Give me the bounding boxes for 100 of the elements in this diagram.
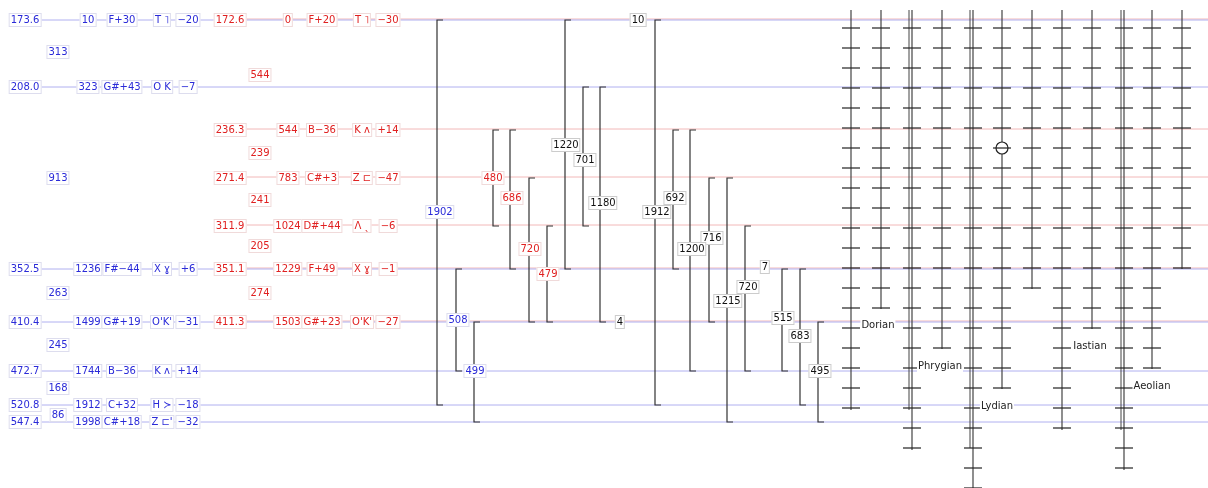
value-label: 683 <box>788 329 812 343</box>
value-label: F+49 <box>306 262 338 276</box>
value-label: −6 <box>378 219 398 233</box>
value-label: 1912 <box>73 398 103 412</box>
value-label: 1503 <box>273 315 303 329</box>
value-label: X ɣ <box>352 262 372 276</box>
value-label: F#−44 <box>102 262 142 276</box>
value-label: T ˥ <box>352 13 372 27</box>
value-label: 479 <box>536 267 560 281</box>
value-label: Z ⊏' <box>149 415 175 429</box>
value-label: G#+23 <box>301 315 343 329</box>
value-label: 172.6 <box>213 13 247 27</box>
value-label: −32 <box>175 415 201 429</box>
value-label: C#+18 <box>101 415 143 429</box>
mode-label: Dorian <box>860 319 896 331</box>
value-label: G#+19 <box>101 315 143 329</box>
value-label: 323 <box>76 80 100 94</box>
value-label: K ʌ <box>152 364 172 378</box>
value-label: B−36 <box>106 364 138 378</box>
value-label: −30 <box>375 13 401 27</box>
value-label: 236.3 <box>213 123 247 137</box>
value-label: 205 <box>248 239 272 253</box>
value-label: 241 <box>248 193 272 207</box>
mode-label: Aeolian <box>1132 380 1172 392</box>
value-label: 10 <box>629 13 647 27</box>
value-label: Λ ˎ <box>352 219 372 233</box>
value-label: 10 <box>79 13 97 27</box>
value-label: 208.0 <box>8 80 42 94</box>
value-label: 547.4 <box>8 415 42 429</box>
value-label: C+32 <box>105 398 139 412</box>
value-label: 351.1 <box>213 262 247 276</box>
value-label: 352.5 <box>8 262 42 276</box>
value-label: 1229 <box>273 262 303 276</box>
value-label: H ≻ <box>150 398 174 412</box>
value-label: 1180 <box>588 196 618 210</box>
value-label: 313 <box>46 45 70 59</box>
value-label: 1902 <box>425 205 455 219</box>
value-label: F+30 <box>106 13 138 27</box>
value-label: 411.3 <box>213 315 247 329</box>
value-label: 4 <box>614 315 626 329</box>
value-label: 520.8 <box>8 398 42 412</box>
value-label: K ʌ <box>352 123 372 137</box>
value-label: 1998 <box>73 415 103 429</box>
value-label: 720 <box>518 242 542 256</box>
value-label: 1912 <box>642 205 672 219</box>
value-label: −18 <box>175 398 201 412</box>
value-label: −31 <box>175 315 201 329</box>
value-label: 544 <box>276 123 300 137</box>
value-label: 480 <box>481 171 505 185</box>
mode-label: Phrygian <box>917 360 963 372</box>
value-label: 686 <box>500 191 524 205</box>
value-label: 1499 <box>73 315 103 329</box>
value-label: 274 <box>248 286 272 300</box>
value-label: −7 <box>178 80 198 94</box>
value-label: 0 <box>282 13 294 27</box>
value-label: 168 <box>46 381 70 395</box>
value-label: 544 <box>248 68 272 82</box>
value-label: D#+44 <box>301 219 343 233</box>
value-label: −27 <box>375 315 401 329</box>
value-label: B−36 <box>306 123 338 137</box>
value-label: 508 <box>446 313 470 327</box>
value-label: −1 <box>378 262 398 276</box>
value-label: 1220 <box>551 138 581 152</box>
value-label: +14 <box>175 364 201 378</box>
value-label: T ˥ <box>152 13 172 27</box>
value-label: 913 <box>46 171 70 185</box>
value-label: 263 <box>46 286 70 300</box>
value-label: 716 <box>700 231 724 245</box>
value-label: 245 <box>46 338 70 352</box>
value-label: 1200 <box>677 242 707 256</box>
value-label: 86 <box>49 408 67 422</box>
value-label: 499 <box>463 364 487 378</box>
value-label: O'K' <box>150 315 174 329</box>
value-label: 720 <box>736 280 760 294</box>
value-label: 515 <box>771 311 795 325</box>
value-label: 1024 <box>273 219 303 233</box>
value-label: 239 <box>248 146 272 160</box>
value-label: −47 <box>375 171 401 185</box>
value-label: 1236 <box>73 262 103 276</box>
value-label: 410.4 <box>8 315 42 329</box>
value-label: 692 <box>663 191 687 205</box>
value-label: 173.6 <box>8 13 42 27</box>
value-label: −20 <box>175 13 201 27</box>
value-label: 701 <box>573 153 597 167</box>
value-label: 311.9 <box>213 219 247 233</box>
value-label: 472.7 <box>8 364 42 378</box>
mode-label: Iastian <box>1072 340 1108 352</box>
value-label: 271.4 <box>213 171 247 185</box>
value-label: +14 <box>375 123 401 137</box>
mode-label: Lydian <box>979 400 1015 412</box>
value-label: +6 <box>178 262 198 276</box>
value-label: X ɣ <box>152 262 172 276</box>
value-label: 1215 <box>713 294 743 308</box>
value-label: 783 <box>276 171 300 185</box>
value-label: 1744 <box>73 364 103 378</box>
value-label: 495 <box>808 364 832 378</box>
value-label: F+20 <box>306 13 338 27</box>
value-label: 7 <box>759 260 771 274</box>
value-label: O'K' <box>350 315 374 329</box>
value-label: O K <box>151 80 173 94</box>
